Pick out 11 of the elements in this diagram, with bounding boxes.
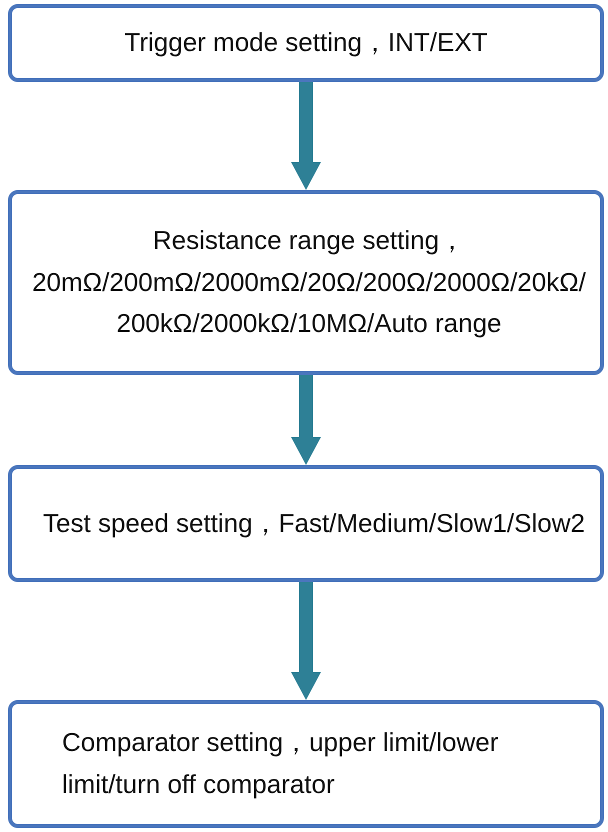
step-text: Test speed setting，Fast/Medium/Slow1/Slow2 [43, 506, 585, 540]
step-text: Comparator setting，upper limit/lower limit/turn off comparator [62, 726, 500, 801]
arrow [291, 582, 321, 700]
process-box [8, 465, 604, 582]
process-box [8, 190, 604, 375]
step-text: Resistance range setting，20mΩ/200mΩ/2000mΩ/20Ω/200Ω/2000Ω/20kΩ/200kΩ/2000kΩ/10MΩ/Auto range [32, 224, 586, 340]
process-box [8, 4, 604, 82]
arrow [291, 82, 321, 190]
process-box [8, 700, 604, 828]
arrow [291, 375, 321, 465]
step-text: Trigger mode setting，INT/EXT [124, 26, 488, 60]
